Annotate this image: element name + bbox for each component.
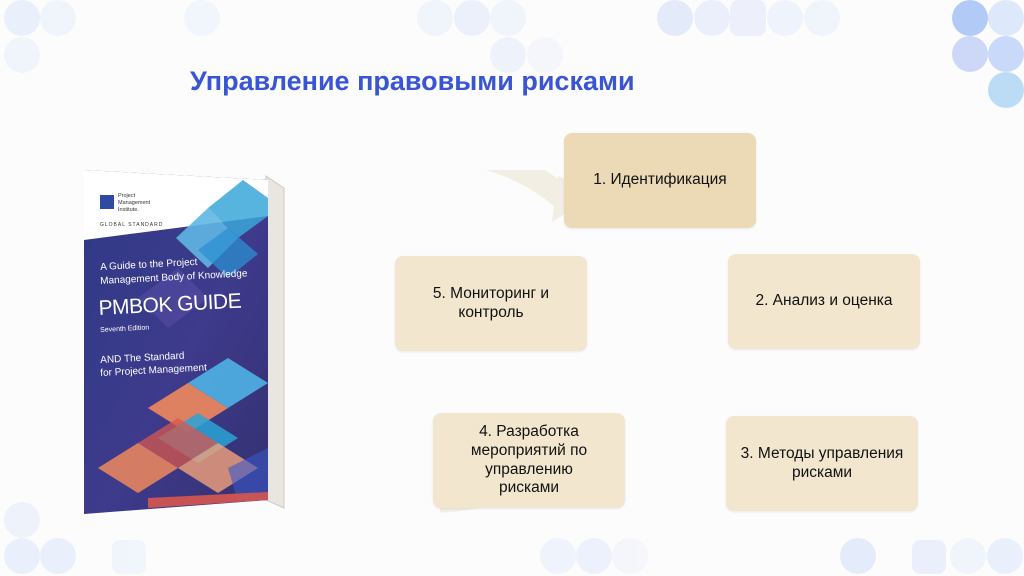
pmbok-book-illustration [84, 170, 285, 514]
cycle-step-4-label: 4. Разработка мероприятий по управлению … [470, 423, 588, 497]
cycle-step-1: 1. Идентификация [564, 133, 756, 228]
cycle-step-4: 4. Разработка мероприятий по управлению … [433, 413, 625, 508]
publisher-line-2: Management [118, 200, 151, 206]
cycle-step-3: 3. Методы управления рисками [726, 416, 918, 511]
cycle-step-3-label: 3. Методы управления рисками [740, 444, 904, 481]
global-standard-label: GLOBAL STANDARD [100, 222, 164, 228]
publisher-line-1: Project [118, 193, 136, 199]
cycle-step-1-label: 1. Идентификация [593, 171, 727, 189]
cycle-step-2: 2. Анализ и оценка [728, 254, 920, 349]
slide-title: Управление правовыми рисками [190, 66, 635, 96]
cycle-step-5-label: 5. Мониторинг и контроль [432, 284, 550, 321]
cycle-step-2-label: 2. Анализ и оценка [755, 292, 893, 310]
pmi-logo [100, 195, 114, 209]
cycle-step-5: 5. Мониторинг и контроль [395, 256, 587, 351]
publisher-line-3: Institute. [118, 207, 139, 213]
